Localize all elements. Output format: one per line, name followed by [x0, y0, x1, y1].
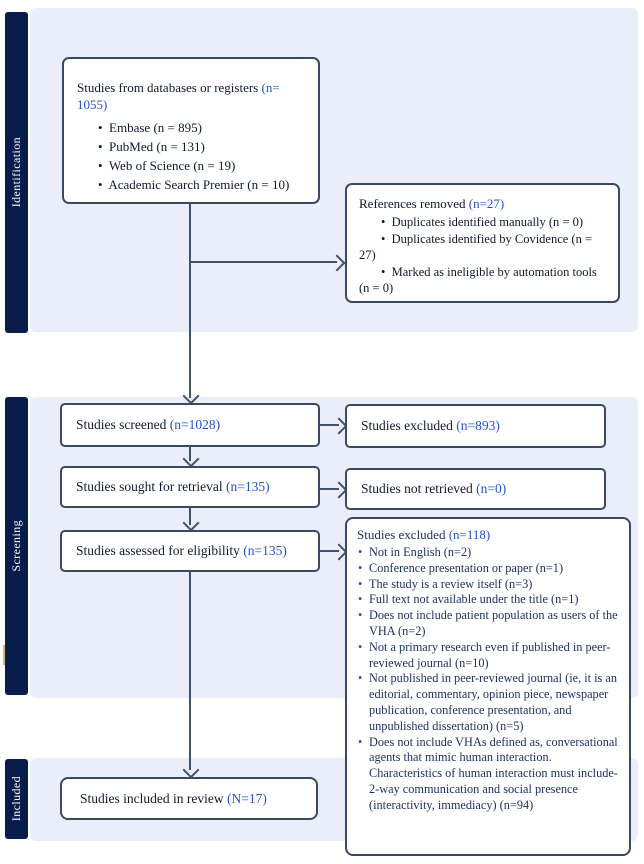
arrow-screened-to-sought [189, 447, 191, 461]
bullet-item: Not in English (n=2) [357, 545, 621, 561]
bullet-item: • PubMed (n = 131) [98, 139, 205, 154]
bullet-list: • Embase (n = 895) • PubMed (n = 131) • We… [77, 118, 310, 194]
bullet-item: Full text not available under the title … [357, 592, 621, 608]
box-studies-included-in-review: Studies included in review (N=17) [60, 777, 318, 820]
bullet-item: Not published in peer-reviewed journal (… [357, 671, 621, 734]
bullet-item: • Web of Science (n = 19) [98, 158, 236, 173]
box-title: Studies assessed for eligibility (n=135) [76, 543, 287, 558]
arrow-assessed-to-included [189, 572, 191, 770]
identification-stage-label: Identification [9, 137, 23, 208]
arrow-sought-to-not-retrieved [320, 488, 339, 490]
count-value: (n= 1055) [77, 80, 280, 112]
bullet-item: • Duplicates identified manually (n = 0) [381, 215, 583, 229]
box-studies-screened: Studies screened (n=1028) [60, 403, 320, 447]
box-studies-sought-for-retrieval: Studies sought for retrieval (n=135) [60, 466, 320, 508]
included-stage-rail: Included [5, 759, 28, 839]
box-title: Studies excluded (n=893) [361, 418, 500, 433]
count-value: (n=27) [468, 196, 505, 211]
bullet-list: Not in English (n=2)Conference presentat… [357, 545, 621, 814]
count-value: (n=1028) [169, 417, 221, 432]
bullet-item: • Embase (n = 895) [98, 120, 202, 135]
bullet-item: • Academic Search Premier (n = 10) [98, 177, 290, 192]
arrow-sought-to-assessed [189, 508, 191, 525]
arrow-assessed-to-excluded-detail [320, 550, 339, 552]
identification-stage-rail: Identification [5, 12, 28, 333]
bullet-item: The study is a review itself (n=3) [357, 577, 621, 593]
box-title: Studies included in review (N=17) [80, 790, 267, 806]
box-studies-not-retrieved: Studies not retrieved (n=0) [345, 468, 606, 510]
arrow-screened-to-excluded [320, 424, 339, 426]
box-studies-assessed-for-eligibility: Studies assessed for eligibility (n=135) [60, 530, 320, 572]
bullet-item: • Marked as ineligible by automation too… [359, 264, 597, 296]
bullet-item: Conference presentation or paper (n=1) [357, 561, 621, 577]
screening-stage-rail: Screening [5, 397, 28, 695]
bullet-item: Not a primary research even if published… [357, 640, 621, 672]
text-cursor-mark [3, 645, 5, 665]
count-value: (n=118) [448, 527, 491, 542]
count-value: (n=893) [456, 418, 500, 433]
count-value: (N=17) [226, 790, 267, 806]
count-value: (n=135) [243, 543, 287, 558]
bullet-item: Does not include VHAs defined as, conver… [357, 735, 621, 814]
included-stage-label: Included [9, 776, 23, 822]
arrow-databases-to-references-removed [190, 261, 337, 263]
bullet-item: Does not include patient population as u… [357, 608, 621, 640]
box-title: Studies from databases or registers (n= … [77, 80, 280, 112]
box-title: Studies not retrieved (n=0) [361, 481, 507, 496]
arrow-databases-to-screened [189, 204, 191, 398]
box-title: Studies sought for retrieval (n=135) [76, 479, 270, 494]
box-title: References removed (n=27) [359, 196, 505, 211]
bullet-item: • Duplicates identified by Covidence (n … [359, 231, 593, 263]
bullet-list: • Duplicates identified manually (n = 0)… [359, 214, 610, 297]
count-value: (n=135) [225, 479, 270, 494]
box-title: Studies screened (n=1028) [76, 417, 221, 432]
count-value: (n=0) [476, 481, 507, 496]
box-studies-excluded: Studies excluded (n=893) [345, 404, 606, 448]
box-studies-excluded-detail: Studies excluded (n=118) Not in English … [345, 517, 631, 856]
box-studies-from-databases: Studies from databases or registers (n= … [62, 57, 320, 204]
box-title: Studies excluded (n=118) [357, 527, 491, 542]
screening-stage-label: Screening [9, 520, 23, 572]
box-references-removed: References removed (n=27) • Duplicates i… [345, 183, 620, 303]
